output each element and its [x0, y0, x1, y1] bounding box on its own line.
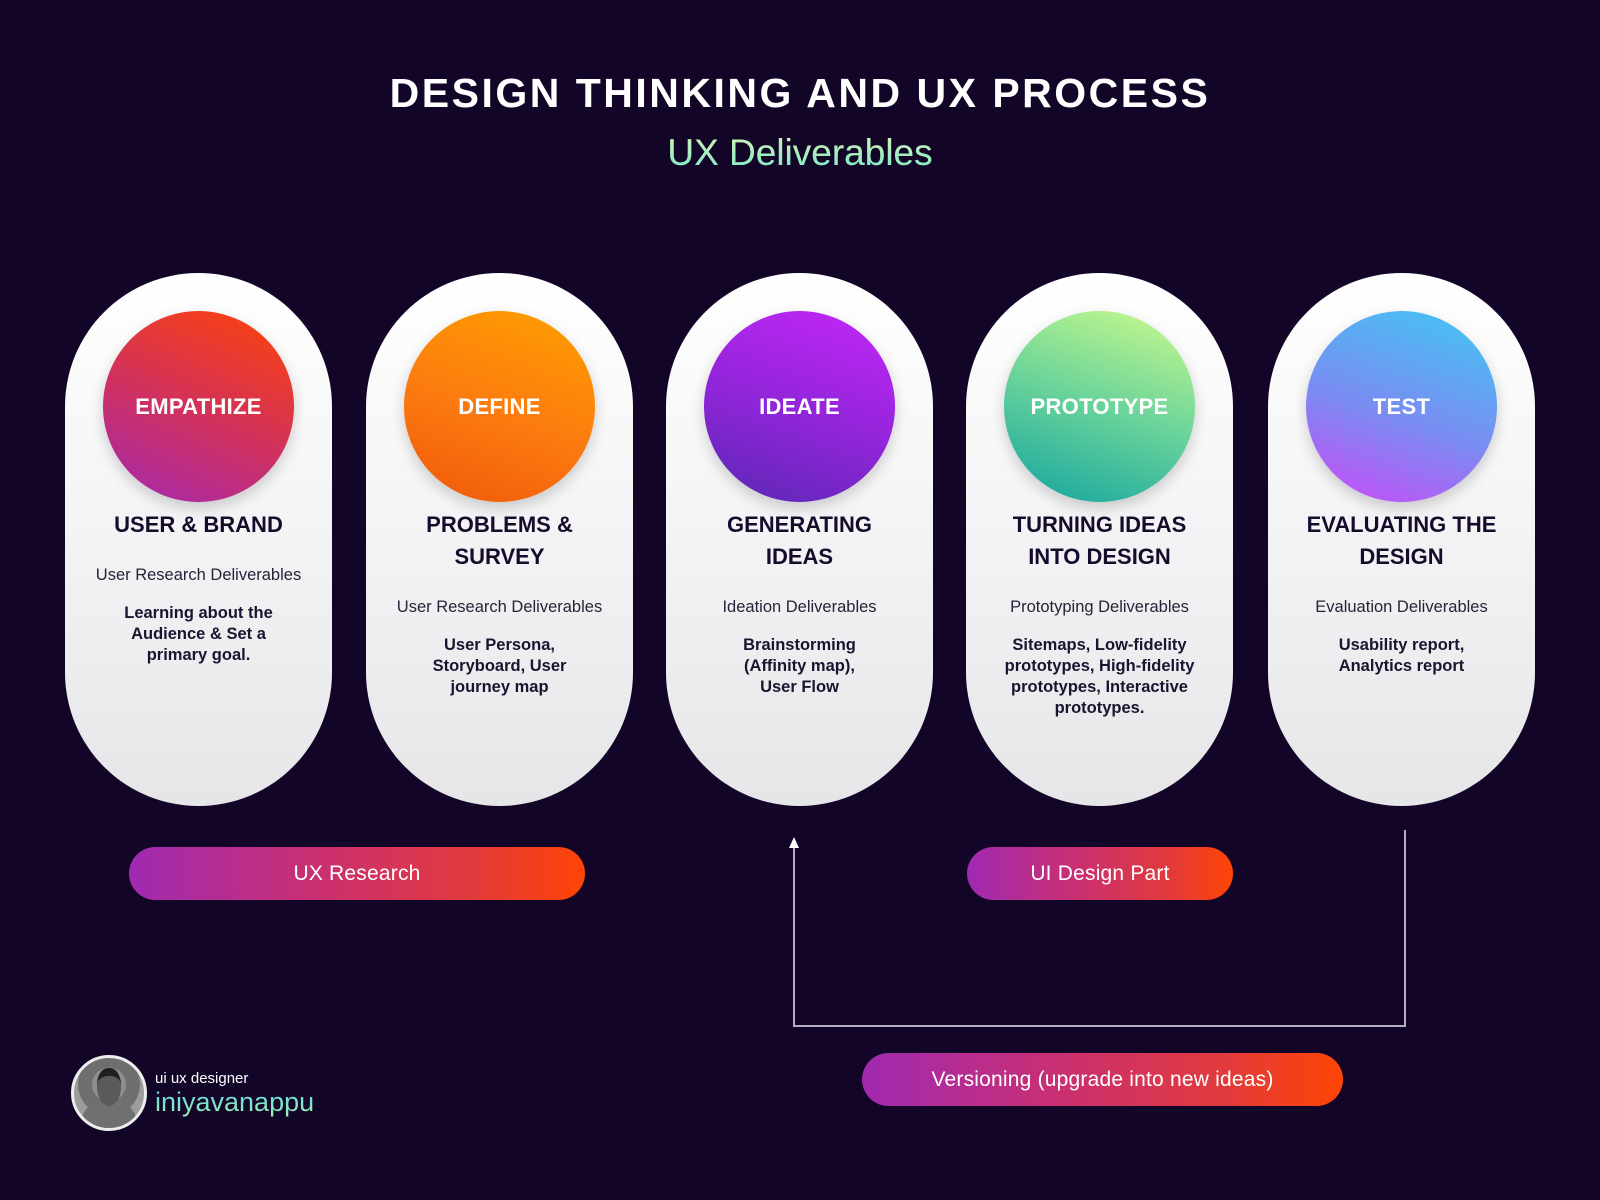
stage-badge-test: TEST — [1306, 311, 1497, 502]
phase-pill-ui-design: UI Design Part — [967, 847, 1233, 900]
stage-card-ideate: IDEATE GENERATING IDEAS Ideation Deliver… — [666, 273, 933, 806]
page-title: DESIGN THINKING AND UX PROCESS — [389, 70, 1211, 116]
stage-card-define: DEFINE PROBLEMS & SURVEY User Research D… — [366, 273, 633, 806]
stage-badge-label: DEFINE — [458, 393, 541, 419]
phase-label: Versioning (upgrade into new ideas) — [931, 1067, 1274, 1091]
stage-badge-label: IDEATE — [759, 393, 840, 419]
stage-deliverable-type: User Research Deliverables — [396, 598, 603, 616]
stage-heading: EVALUATING THE DESIGN — [1306, 512, 1497, 569]
loop-connector-bottom — [793, 1025, 1406, 1027]
stage-heading: TURNING IDEAS INTO DESIGN — [1012, 512, 1187, 569]
stage-badge-ideate: IDEATE — [704, 311, 895, 502]
page-subtitle: UX Deliverables — [0, 132, 1600, 174]
stage-description: Brainstorming (Affinity map), User Flow — [743, 636, 856, 696]
loop-connector-left — [793, 845, 795, 1027]
stage-badge-label: PROTOTYPE — [1030, 393, 1169, 419]
stage-badge-label: EMPATHIZE — [135, 393, 262, 419]
stage-heading: GENERATING IDEAS — [726, 512, 873, 569]
loop-connector-right — [1404, 830, 1406, 1027]
stage-description: Learning about the Audience & Set a prim… — [124, 604, 273, 664]
stage-deliverable-type: Prototyping Deliverables — [1010, 598, 1189, 616]
phase-label: UI Design Part — [1030, 861, 1170, 885]
phase-label: UX Research — [293, 861, 421, 885]
avatar — [71, 1055, 147, 1131]
phase-pill-ux-research: UX Research — [129, 847, 585, 900]
stage-card-empathize: EMPATHIZE USER & BRAND User Research Del… — [65, 273, 332, 806]
stage-card-prototype: PROTOTYPE TURNING IDEAS INTO DESIGN Prot… — [966, 273, 1233, 806]
stage-badge-prototype: PROTOTYPE — [1004, 311, 1195, 502]
stage-card-test: TEST EVALUATING THE DESIGN Evaluation De… — [1268, 273, 1535, 806]
stage-badge-label: TEST — [1372, 393, 1431, 419]
phase-pill-versioning: Versioning (upgrade into new ideas) — [862, 1053, 1343, 1106]
arrow-up-icon — [789, 837, 799, 848]
stage-badge-empathize: EMPATHIZE — [103, 311, 294, 502]
stage-deliverable-type: Ideation Deliverables — [722, 598, 877, 616]
stage-badge-define: DEFINE — [404, 311, 595, 502]
author-text: ui ux designer iniyavanappu — [155, 1070, 314, 1117]
page-subtitle-text: UX Deliverables — [667, 132, 933, 173]
stage-heading: USER & BRAND — [114, 512, 283, 537]
avatar-head — [97, 1068, 121, 1106]
stage-deliverable-type: Evaluation Deliverables — [1315, 598, 1488, 616]
author-role: ui ux designer — [155, 1069, 249, 1087]
stage-deliverable-type: User Research Deliverables — [95, 566, 302, 584]
stage-description: Sitemaps, Low-fidelity prototypes, High-… — [1004, 636, 1195, 717]
stage-heading: PROBLEMS & SURVEY — [426, 512, 573, 569]
stage-description: User Persona, Storyboard, User journey m… — [432, 636, 567, 696]
author-name: iniyavanappu — [155, 1086, 315, 1117]
author-profile: ui ux designer iniyavanappu — [71, 1055, 314, 1131]
stage-description: Usability report, Analytics report — [1338, 636, 1465, 675]
